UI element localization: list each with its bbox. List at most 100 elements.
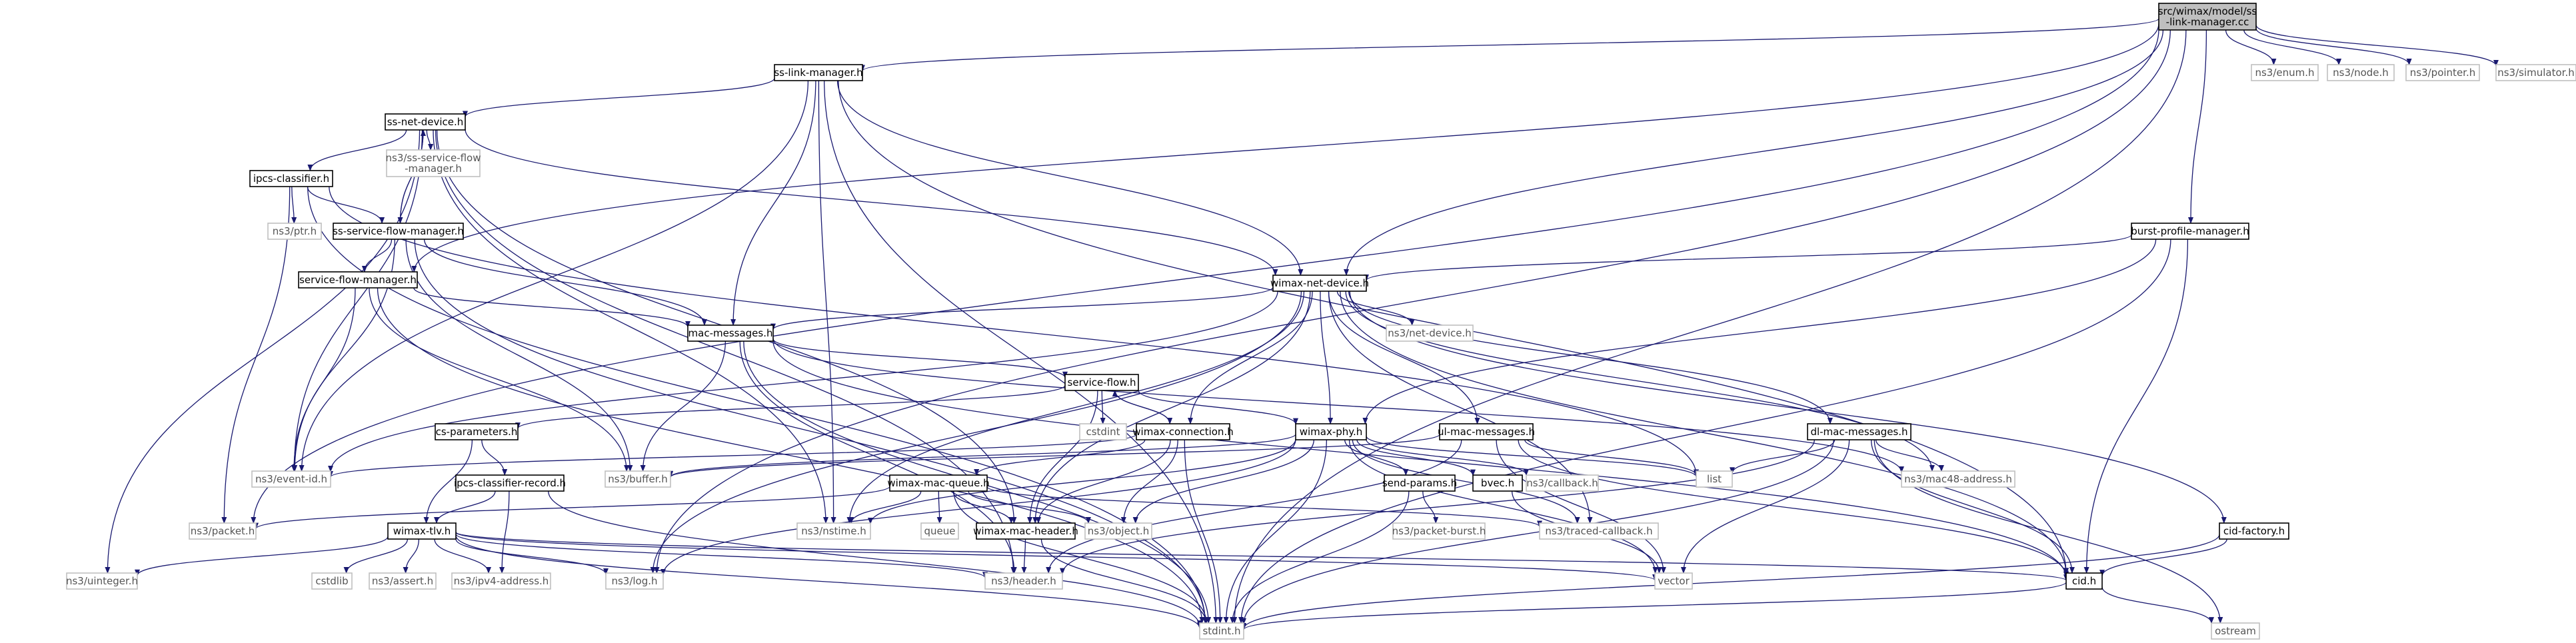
- node-label-sf: service-flow.h: [1068, 376, 1136, 388]
- node-sim: ns3/simulator.h: [2495, 64, 2576, 81]
- node-box-packet: [189, 522, 257, 540]
- node-box-wphy[interactable]: [1295, 423, 1367, 440]
- node-box-wmh[interactable]: [976, 522, 1076, 540]
- edge-wmh-to-stdint: [1040, 538, 1209, 624]
- edge-ipcscr-to-stdint: [548, 490, 1202, 628]
- node-box-sslm[interactable]: [774, 64, 863, 81]
- node-box-ipcs[interactable]: [249, 170, 333, 187]
- node-object: ns3/object.h: [1084, 522, 1152, 540]
- node-box-sfm[interactable]: [298, 271, 418, 289]
- node-wphy[interactable]: wimax-phy.h: [1295, 423, 1367, 440]
- node-box-sf[interactable]: [1064, 374, 1139, 391]
- edge-wtlv-to-ipv4: [434, 538, 491, 574]
- node-assert: ns3/assert.h: [369, 572, 437, 590]
- node-wnd[interactable]: wimax-net-device.h: [1270, 275, 1369, 292]
- node-label-sssfm: ss-service-flow-manager.h: [333, 225, 464, 237]
- node-box-object: [1084, 522, 1152, 540]
- node-box-csp[interactable]: [435, 423, 519, 440]
- node-ssnd[interactable]: ss-net-device.h: [385, 113, 466, 131]
- node-wmq[interactable]: wimax-mac-queue.h: [887, 474, 990, 492]
- node-box-ulmm[interactable]: [1439, 423, 1534, 440]
- node-sf[interactable]: service-flow.h: [1064, 374, 1139, 391]
- node-sssfm[interactable]: ss-service-flow-manager.h: [333, 223, 464, 240]
- node-sfm[interactable]: service-flow-manager.h: [298, 271, 418, 289]
- node-cidf[interactable]: cid-factory.h: [2219, 522, 2289, 540]
- edge-wnd-to-macm: [770, 287, 1274, 330]
- node-label-list: list: [1707, 473, 1722, 485]
- edge-sf-to-wphy: [1138, 390, 1298, 425]
- edge-csp-to-wtlv: [423, 439, 473, 524]
- edge-bpm-to-cid: [2083, 239, 2189, 574]
- node-wmh[interactable]: wimax-mac-header.h: [973, 522, 1078, 540]
- edge-ulmm-to-vector: [1496, 439, 1666, 574]
- node-box-bpm[interactable]: [2131, 223, 2249, 240]
- edge-wtlv-to-log: [455, 538, 609, 575]
- edge-wconn-to-object: [1120, 439, 1178, 524]
- edge-ulmm-to-buffer: [668, 434, 1440, 478]
- node-box-wnd[interactable]: [1272, 275, 1367, 292]
- node-csp[interactable]: cs-parameters.h: [435, 423, 519, 440]
- node-ipcs[interactable]: ipcs-classifier.h: [249, 170, 333, 187]
- edge-wnd-to-nstime: [846, 291, 1305, 524]
- edge-root-to-stdint: [1232, 29, 2187, 624]
- node-label-mac48: ns3/mac48-address.h: [1904, 473, 2012, 485]
- node-root[interactable]: src/wimax/model/ss-link-manager.cc: [2158, 3, 2257, 31]
- edge-root-to-bpm: [2188, 29, 2207, 224]
- node-box-wconn[interactable]: [1136, 423, 1230, 440]
- node-sslm[interactable]: ss-link-manager.h: [774, 64, 863, 81]
- edge-root-to-log: [654, 29, 2171, 574]
- edge-wphy-to-sendp: [1344, 439, 1409, 476]
- edge-cidf-to-stdint: [1241, 534, 2220, 630]
- edge-wtlv-to-uint: [135, 536, 389, 576]
- node-sendp[interactable]: send-params.h: [1382, 474, 1457, 492]
- node-label-wconn: wimax-connection.h: [1132, 426, 1233, 438]
- node-cid[interactable]: cid.h: [2065, 572, 2103, 590]
- node-box-cidf[interactable]: [2219, 522, 2289, 540]
- edge-wphy-to-object: [1132, 439, 1314, 524]
- node-box-cstdint: [1079, 423, 1127, 440]
- edge-ssnd-to-uint: [105, 129, 421, 574]
- node-bpm[interactable]: burst-profile-manager.h: [2131, 223, 2249, 240]
- edge-root-to-sslm: [860, 18, 2159, 72]
- node-box-wtlv[interactable]: [387, 522, 457, 540]
- edge-wmq-to-nstime: [848, 490, 922, 524]
- node-dlmm[interactable]: dl-mac-messages.h: [1807, 423, 1912, 440]
- edge-ipcs-to-list: [329, 186, 1699, 476]
- edge-wtlv-to-vector: [455, 532, 1658, 581]
- node-box-ipcscr[interactable]: [455, 474, 565, 492]
- node-label-sslm: ss-link-manager.h: [774, 67, 862, 79]
- node-box-queue: [920, 522, 959, 540]
- node-box-ssnd[interactable]: [385, 113, 466, 131]
- edge-sslm-to-eventid: [299, 80, 809, 472]
- node-box-sim: [2495, 64, 2576, 81]
- edge-wphy-to-vector: [1348, 439, 1658, 574]
- node-enum: ns3/enum.h: [2251, 64, 2319, 81]
- node-box-header: [984, 572, 1063, 590]
- edge-cid-to-stdint: [1241, 582, 2067, 631]
- edge-sslm-to-wnd: [836, 80, 1304, 276]
- node-box-sssfm[interactable]: [333, 223, 464, 240]
- node-box-cid[interactable]: [2065, 572, 2103, 590]
- node-box-root[interactable]: [2158, 3, 2257, 31]
- node-box-sendp[interactable]: [1384, 474, 1456, 492]
- node-ulmm[interactable]: ul-mac-messages.h: [1438, 423, 1535, 440]
- node-wtlv[interactable]: wimax-tlv.h: [387, 522, 457, 540]
- edge-dlmm-to-header: [1060, 439, 1815, 575]
- node-nstime: ns3/nstime.h: [796, 522, 871, 540]
- node-uint: ns3/uinteger.h: [66, 572, 138, 590]
- node-bvec[interactable]: bvec.h: [1472, 474, 1523, 492]
- node-wconn[interactable]: wimax-connection.h: [1132, 423, 1234, 440]
- node-ipcscr[interactable]: ipcs-classifier-record.h: [454, 474, 566, 492]
- node-box-wmq[interactable]: [889, 474, 988, 492]
- edge-wtlv-to-header: [455, 533, 988, 579]
- node-box-dlmm[interactable]: [1807, 423, 1912, 440]
- node-box-pointer: [2405, 64, 2480, 81]
- edge-ssnd-to-ipcs: [307, 129, 407, 171]
- node-macm[interactable]: mac-messages.h: [687, 324, 774, 342]
- node-label-callback: ns3/callback.h: [1526, 477, 1598, 489]
- node-label-enum: ns3/enum.h: [2255, 67, 2314, 79]
- node-box-bvec[interactable]: [1472, 474, 1523, 492]
- node-box-macm[interactable]: [687, 324, 774, 342]
- edge-macm-to-sf: [772, 338, 1068, 378]
- node-box-stdint: [1199, 622, 1244, 640]
